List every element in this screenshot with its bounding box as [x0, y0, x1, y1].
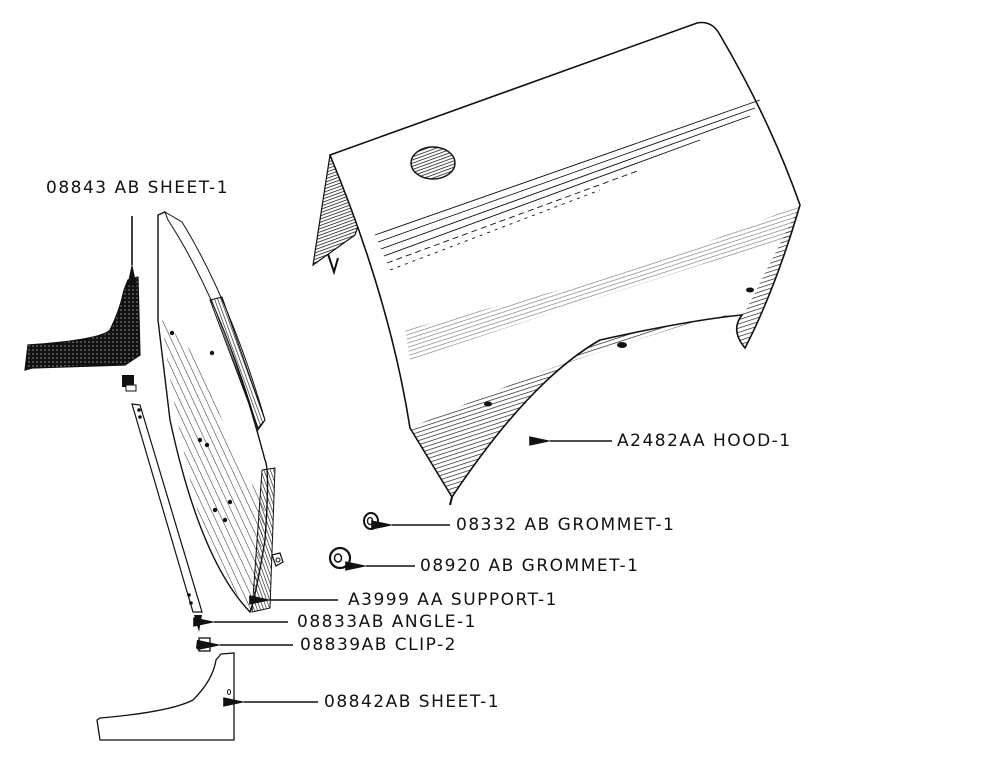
sheet-top — [24, 276, 141, 392]
hood — [312, 21, 801, 506]
label-clip-08839: 08839AB CLIP-2 — [300, 635, 457, 655]
label-sheet-08843: 08843 AB SHEET-1 — [46, 178, 230, 198]
grommet-large — [328, 546, 352, 570]
label-grommet-08332: 08332 AB GROMMET-1 — [456, 515, 676, 535]
label-support-a3999: A3999 AA SUPPORT-1 — [348, 590, 558, 610]
clip — [196, 637, 211, 652]
label-sheet-08842: 08842AB SHEET-1 — [324, 692, 501, 712]
support — [157, 210, 284, 614]
sheet-bottom — [96, 652, 235, 741]
label-grommet-08920: 08920 AB GROMMET-1 — [420, 556, 640, 576]
leader-lines — [127, 216, 612, 707]
label-hood-a2482: A2482AA HOOD-1 — [617, 431, 792, 451]
label-angle-08833: 08833AB ANGLE-1 — [297, 612, 477, 632]
grommet-small — [363, 512, 379, 530]
